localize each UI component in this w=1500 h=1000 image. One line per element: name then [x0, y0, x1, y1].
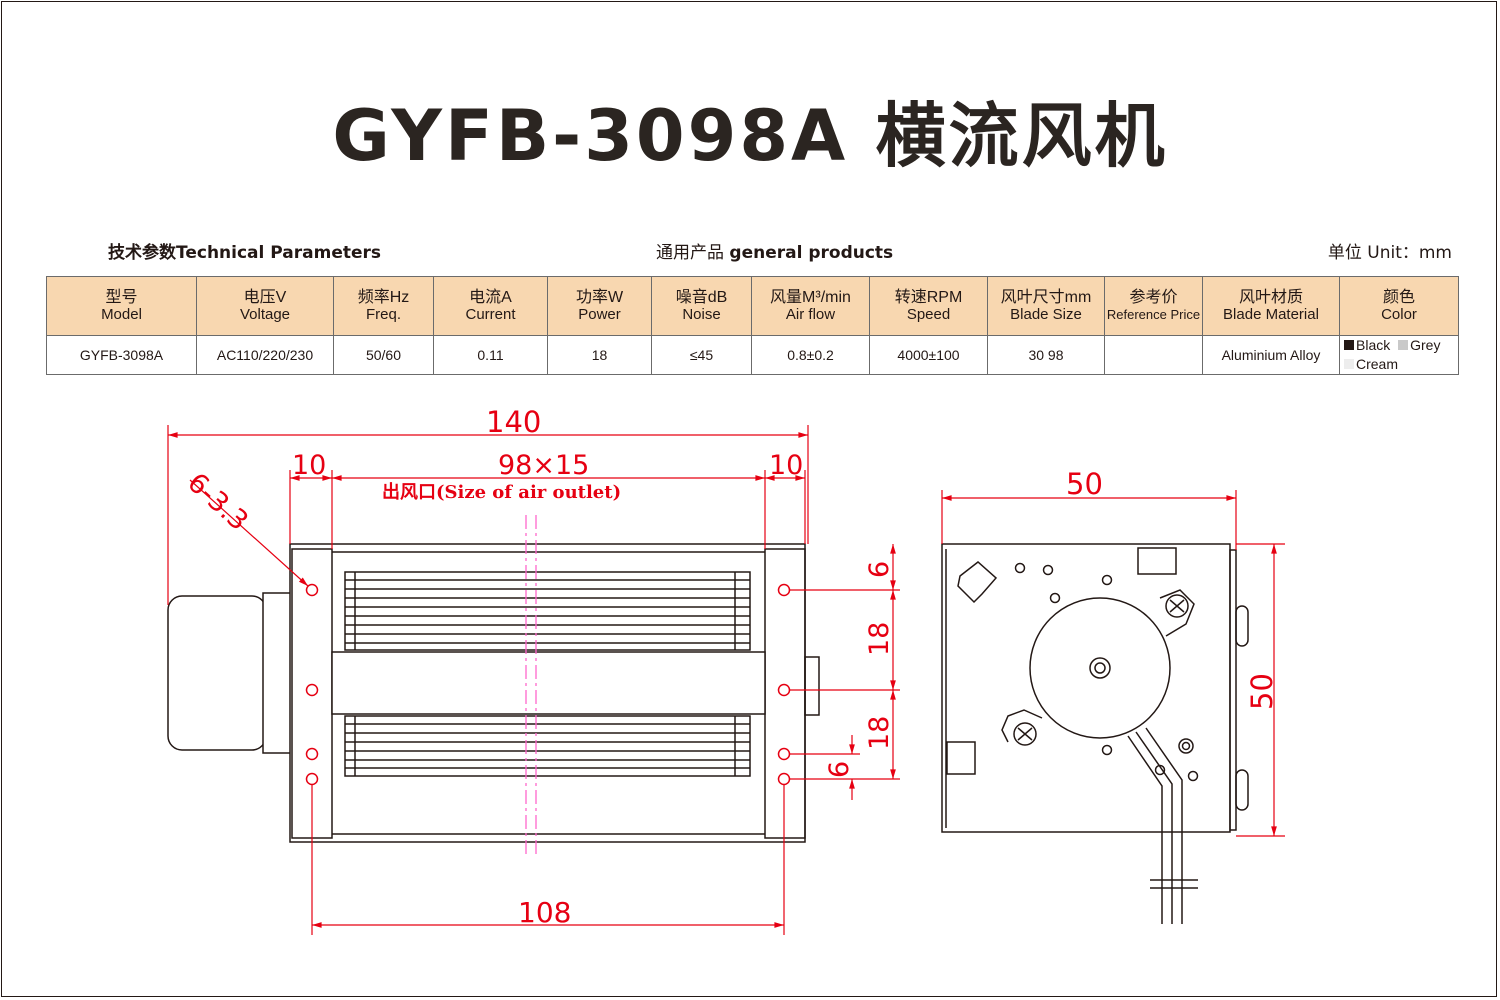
unit-label: 单位 Unit：mm	[1327, 243, 1452, 263]
cell-noise: ≤45	[651, 335, 752, 375]
clip	[957, 561, 998, 604]
outlet-label: 出风口(Size of air outlet)	[382, 481, 621, 503]
cell-power: 18	[547, 335, 652, 375]
color-grey: Grey	[1410, 337, 1441, 353]
air-outlet-band	[331, 651, 766, 715]
params-label-en: Technical Parameters	[176, 243, 382, 263]
dim-total: 140	[486, 405, 541, 439]
center-lines	[525, 515, 537, 858]
lead-wire	[1145, 727, 1183, 924]
general-products-label: 通用产品 general products	[656, 238, 893, 263]
motor-body	[167, 595, 267, 751]
front-view	[167, 543, 820, 843]
end-dimension-labels: 50 50	[1066, 467, 1279, 710]
dim-v2: 18	[864, 622, 895, 656]
cell-voltage: AC110/220/230	[196, 335, 334, 375]
clip	[946, 741, 976, 775]
mounting-hole	[305, 747, 319, 761]
color-swatch-cream	[1344, 359, 1354, 369]
cell-material: Aluminium Alloy	[1202, 335, 1340, 375]
dim-end-height: 50	[1245, 673, 1279, 710]
params-label-cn: 技术参数	[108, 243, 176, 263]
dim-v1: 6	[864, 561, 895, 578]
color-cream: Cream	[1356, 356, 1399, 372]
dim-end-width: 50	[1066, 467, 1103, 501]
table-row: GYFB-3098A AC110/220/230 50/60 0.11 18 ≤…	[46, 335, 1459, 375]
end-dimensions	[941, 490, 1285, 837]
cell-price	[1104, 335, 1203, 375]
front-dimensions	[167, 425, 900, 935]
mounting-hole	[305, 583, 319, 597]
end-view	[941, 543, 1249, 924]
color-black: Black	[1356, 337, 1391, 353]
cell-blade-size: 30 98	[987, 335, 1105, 375]
motor-flange	[262, 592, 294, 754]
dim-outlet: 98×15	[498, 450, 589, 481]
rotor-lower	[344, 715, 751, 777]
dim-holes: 6-3.3	[181, 467, 254, 537]
params-label: 技术参数Technical Parameters	[108, 238, 381, 263]
dim-v3: 18	[864, 716, 895, 750]
motor-flange-end	[1001, 589, 1195, 743]
dim-v4: 6	[824, 761, 855, 778]
cell-model: GYFB-3098A	[46, 335, 197, 375]
mounting-hole	[305, 683, 319, 697]
cell-speed: 4000±100	[869, 335, 988, 375]
page-title: GYFB-3098A 横流风机	[332, 95, 1168, 177]
lead-wire	[1135, 731, 1173, 924]
cell-current: 0.11	[433, 335, 548, 375]
front-dimension-labels: 140 10 98×15 10 出风口(Size of air outlet) …	[181, 405, 895, 929]
screw	[1013, 722, 1037, 746]
mounting-hole	[777, 747, 791, 761]
dim-bottom: 108	[518, 896, 571, 929]
color-swatch-grey	[1398, 340, 1409, 350]
color-swatch-black	[1344, 340, 1354, 350]
dim-side-left: 10	[292, 450, 326, 481]
cell-airflow: 0.8±0.2	[751, 335, 870, 375]
cell-freq: 50/60	[333, 335, 434, 375]
motor-disc	[1029, 597, 1171, 739]
cell-color: Black Grey Cream	[1339, 335, 1459, 375]
top-tab	[1137, 547, 1177, 575]
lead-wire	[1127, 735, 1163, 924]
bearing-boss	[804, 656, 820, 716]
rotor-upper	[344, 571, 751, 651]
mounting-hole	[777, 583, 791, 597]
general-en: general products	[729, 243, 894, 263]
mounting-hole	[777, 683, 791, 697]
dim-side-right: 10	[769, 450, 803, 481]
general-cn: 通用产品	[656, 243, 724, 263]
screw	[1165, 594, 1189, 618]
